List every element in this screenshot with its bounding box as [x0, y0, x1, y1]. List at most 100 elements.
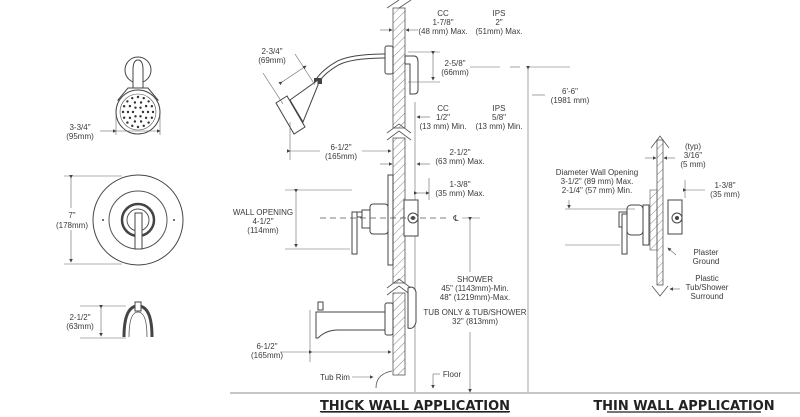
floor-label: Floor — [443, 370, 462, 379]
nozzle-dot — [121, 110, 125, 114]
wall-opening-in: 4-1/2" — [252, 217, 273, 226]
wall-thickness-in: 3/16" — [684, 151, 703, 160]
shower-arm-and-head — [275, 45, 419, 135]
nozzle-dot — [128, 116, 132, 120]
valve-and-handle — [351, 174, 419, 266]
nozzle-dot — [131, 110, 135, 114]
ips-max-mm: (51mm) Max. — [475, 27, 522, 36]
tub-height-value: 32" (813mm) — [452, 317, 498, 326]
cc-min-in: 1/2" — [436, 113, 450, 122]
dim-spout-reach: 6-1/2" (165mm) — [251, 310, 392, 362]
cc-min-mm: (13 mm) Min. — [419, 122, 466, 131]
surround-line2: Tub/Shower — [686, 283, 729, 292]
dim-cc-ips-min: CC 1/2" (13 mm) Min. IPS 5/8" (13 mm) Mi… — [414, 102, 523, 392]
floor-callout: Floor — [431, 370, 462, 389]
ips-max-label: IPS — [493, 9, 506, 18]
plaster-ground-line2: Ground — [693, 257, 720, 266]
plaster-ground-callout: Plaster Ground — [667, 247, 720, 266]
dim-thin-valve-depth: 1-3/8" (35 mm) — [683, 180, 740, 199]
nozzle-dot — [144, 116, 148, 120]
ips-max-in: 2" — [495, 18, 502, 27]
dim-wall-opening: WALL OPENING 4-1/2" (114mm) — [233, 189, 352, 250]
thin-valve-depth-mm: (35 mm) — [710, 190, 740, 199]
showerhead-width-in: 3-3/4" — [69, 123, 90, 132]
nozzle-dot — [126, 100, 129, 103]
wall-opening-label: WALL OPENING — [233, 208, 293, 217]
head-reach-in: 6-1/2" — [330, 143, 351, 152]
centerline-symbol: ℄ — [452, 214, 459, 223]
arm-drop-mm: (66mm) — [441, 68, 469, 77]
shower-height-max: 48" (1219mm)-Max. — [440, 293, 510, 302]
head-height-in: 6'-6" — [562, 87, 578, 96]
diameter-opening-min: 2-1/4" (57 mm) Min. — [562, 186, 632, 195]
nozzle-dot — [134, 115, 137, 118]
trim-front-view — [92, 174, 184, 266]
thin-valve-depth-in: 1-3/8" — [714, 181, 735, 190]
nozzle-dot — [126, 121, 129, 124]
valve-depth-mm: (35 mm) Max. — [435, 189, 484, 198]
nozzle-dot — [144, 104, 148, 108]
showerhead-width-mm: (95mm) — [66, 132, 94, 141]
dim-showerhead-width: 3-3/4" (95mm) — [66, 115, 161, 141]
depth-max-mm: (63 mm) Max. — [435, 157, 484, 166]
dim-valve-depth: 1-3/8" (35 mm) Max. — [414, 178, 485, 200]
dim-spout-height: 2-1/2" (63mm) — [66, 305, 126, 339]
shower-height-min: 45" (1143mm)-Min. — [441, 284, 509, 293]
dim-depth-max: 2-1/2" (63 mm) Max. — [380, 148, 485, 166]
dim-thin-wall-thickness: (typ) 3/16" (5 mm) — [645, 142, 706, 169]
head-size-mm: (69mm) — [258, 56, 286, 65]
nozzle-dot — [142, 124, 145, 128]
nozzle-dot — [134, 106, 137, 109]
spout-height-mm: (63mm) — [66, 322, 94, 331]
showerhead-front-view — [115, 56, 161, 135]
head-size-in: 2-3/4" — [261, 47, 282, 56]
spout-reach-mm: (165mm) — [251, 351, 283, 360]
thick-wall-title: THICK WALL APPLICATION — [320, 399, 510, 414]
shower-height-label: SHOWER — [457, 275, 493, 284]
nozzle-dot — [122, 105, 126, 108]
nozzle-dot — [133, 120, 137, 123]
nozzle-dot — [146, 110, 150, 114]
dim-head-reach: 6-1/2" (165mm) — [287, 122, 392, 163]
trim-height-in: 7" — [68, 211, 75, 220]
showerhead-nozzles — [121, 95, 155, 129]
spout-front-view — [122, 301, 154, 338]
nozzle-dot — [151, 110, 155, 114]
nozzle-dot — [139, 101, 143, 104]
nozzle-dot — [139, 120, 143, 123]
dim-cc-ips-max: CC 1-7/8" (48 mm) Max. IPS 2" (51mm) Max… — [380, 9, 523, 36]
ips-min-label: IPS — [493, 104, 506, 113]
diameter-opening-label: Diameter Wall Opening — [556, 168, 638, 177]
nozzle-dot — [133, 101, 137, 104]
cc-min-label: CC — [437, 104, 449, 113]
tub-height-label: TUB ONLY & TUB/SHOWER — [423, 308, 526, 317]
cc-max-in: 1-7/8" — [432, 18, 453, 27]
nozzle-dot — [126, 110, 130, 114]
nozzle-dot — [139, 106, 142, 109]
nozzle-dot — [136, 95, 140, 99]
diameter-opening-max: 3-1/2" (89 mm) Max. — [561, 177, 634, 186]
depth-max-in: 2-1/2" — [449, 148, 470, 157]
nozzle-dot — [139, 115, 142, 118]
cc-max-label: CC — [437, 9, 449, 18]
thin-valve-and-handle — [618, 199, 683, 255]
surround-callout: Plastic Tub/Shower Surround — [669, 274, 729, 301]
dim-arm-drop: 2-5/8" (66mm) — [408, 51, 520, 83]
ips-min-in: 5/8" — [492, 113, 506, 122]
nozzle-dot — [131, 124, 134, 128]
nozzle-dot — [150, 105, 154, 108]
dim-trim-height: 7" (178mm) — [56, 175, 122, 265]
head-reach-mm: (165mm) — [325, 152, 357, 161]
nozzle-dot — [142, 96, 145, 100]
plaster-ground-line1: Plaster — [694, 248, 719, 257]
tub-rim-label: Tub Rim — [320, 373, 350, 382]
arm-drop-in: 2-5/8" — [444, 59, 465, 68]
surround-line1: Plastic — [695, 274, 719, 283]
nozzle-dot — [128, 104, 132, 108]
thin-wall-title: THIN WALL APPLICATION — [593, 399, 774, 414]
valve-depth-in: 1-3/8" — [449, 180, 470, 189]
trim-height-mm: (178mm) — [56, 221, 88, 230]
nozzle-dot — [136, 125, 140, 129]
ips-min-mm: (13 mm) Min. — [475, 122, 522, 131]
